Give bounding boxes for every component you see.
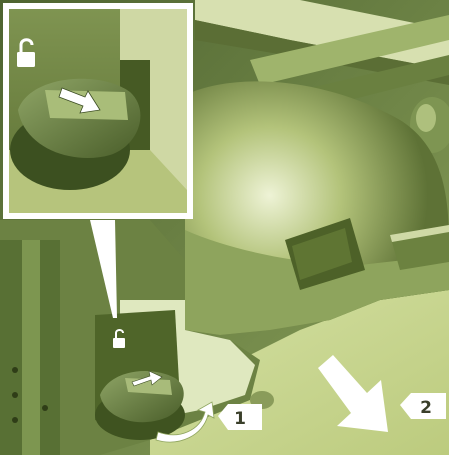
detail-inset: [3, 3, 193, 219]
callout-1-label: 1: [234, 409, 246, 429]
upper-knob-highlight: [416, 104, 436, 132]
bolt-3: [12, 417, 18, 423]
bolt-1: [12, 367, 18, 373]
bolt-4: [42, 405, 48, 411]
callout-2-label: 2: [420, 398, 432, 418]
bolt-2: [12, 392, 18, 398]
left-column-light: [22, 240, 40, 455]
